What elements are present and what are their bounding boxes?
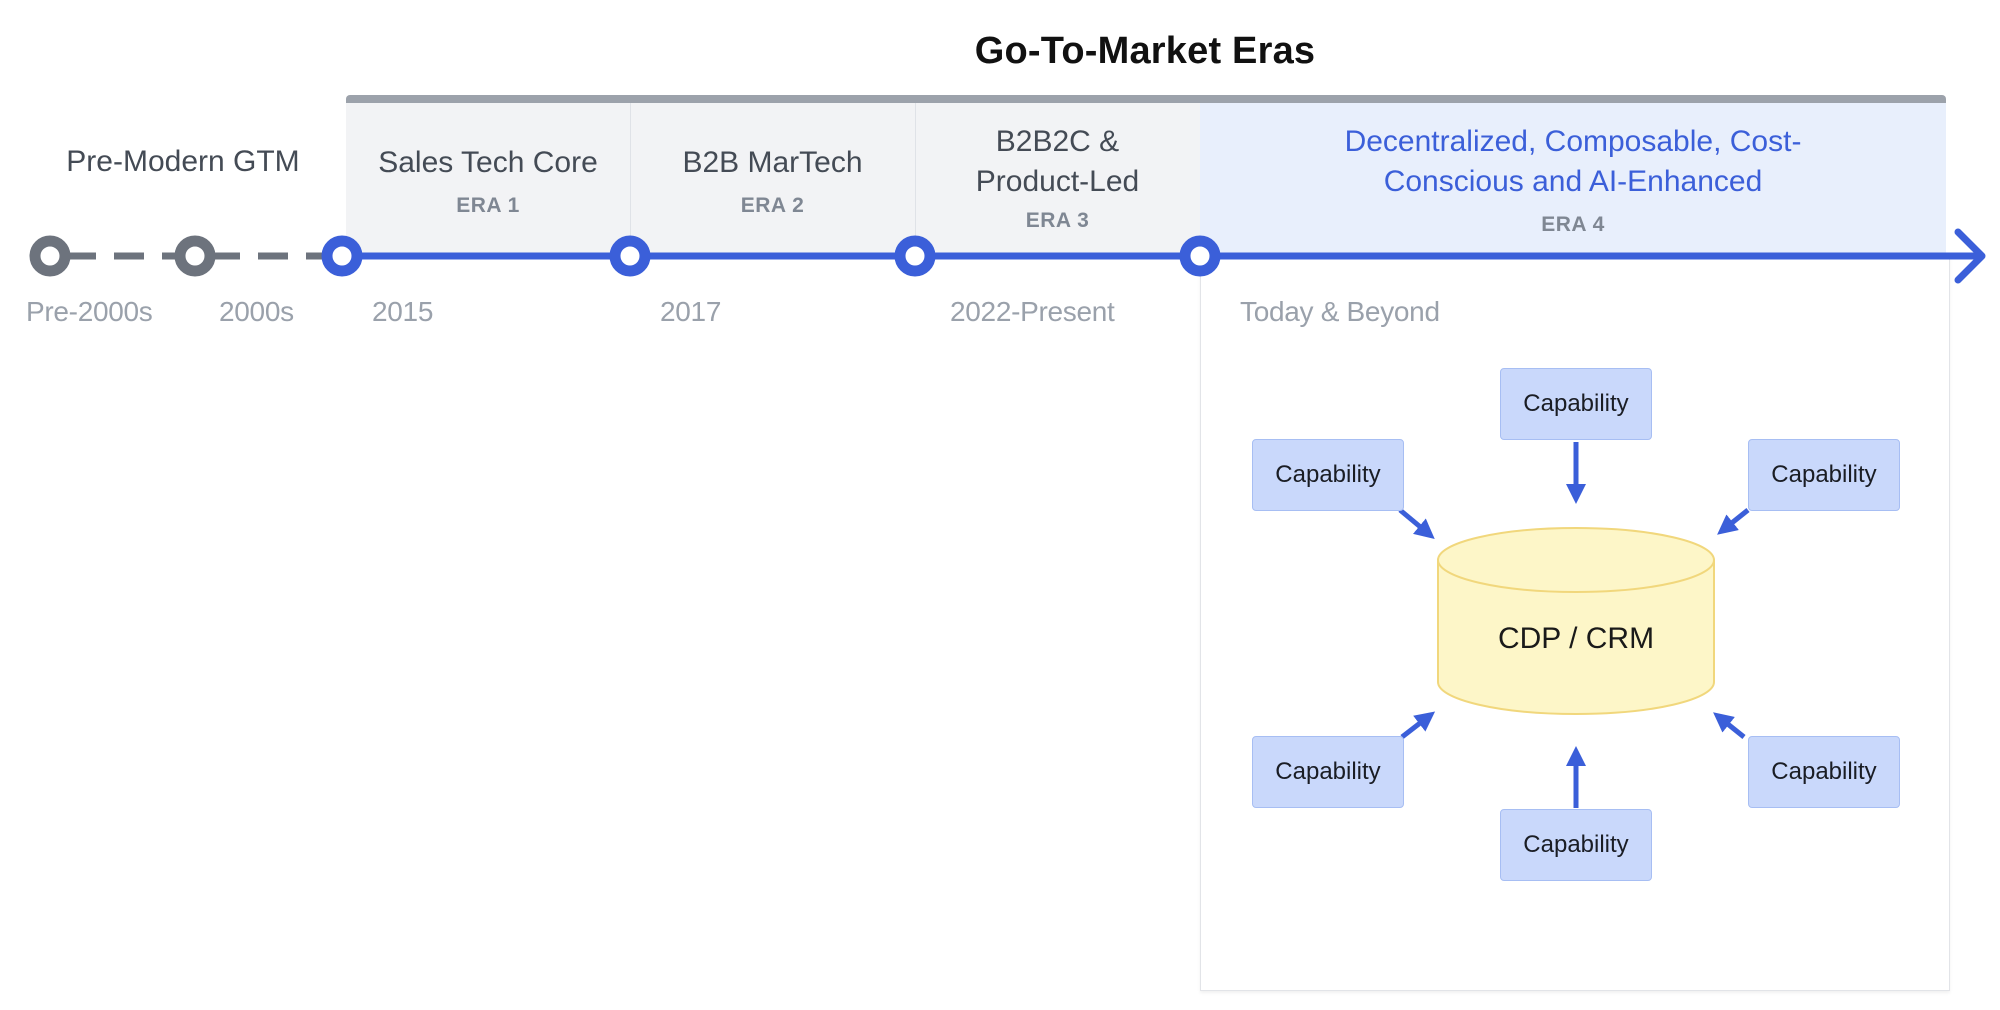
capability-box: Capability xyxy=(1252,439,1404,511)
era-2-tag: ERA 2 xyxy=(740,194,805,217)
eras-top-bar xyxy=(346,95,1946,103)
era-2-title: B2B MarTech xyxy=(682,146,863,179)
era-4-title-line: Conscious and AI-Enhanced xyxy=(1383,165,1763,198)
arrow-right-icon xyxy=(1954,228,1986,284)
timeline-label: 2015 xyxy=(372,296,434,327)
era-1-tag: ERA 1 xyxy=(456,194,520,217)
capability-box: Capability xyxy=(1500,809,1652,881)
chart-title: Go-To-Market Eras xyxy=(974,30,1316,72)
era-4-tag: ERA 4 xyxy=(1541,213,1605,236)
era-1-background xyxy=(346,100,630,256)
timeline-node-icon xyxy=(321,235,363,277)
timeline-label: Pre-2000s xyxy=(26,296,153,327)
era-divider xyxy=(915,100,916,256)
capability-box: Capability xyxy=(1748,736,1900,808)
era-3-title: B2B2C & Product-Led xyxy=(915,122,1200,202)
timeline-label: 2017 xyxy=(660,296,722,327)
era-3-tag: ERA 3 xyxy=(1025,209,1090,232)
era-3-title-line: B2B2C & xyxy=(995,125,1120,158)
era-4-title: Decentralized, Composable, Cost- Conscio… xyxy=(1200,122,1946,202)
arrow-icon xyxy=(1400,711,1436,739)
timeline-node-icon xyxy=(894,235,936,277)
era-1-title: Sales Tech Core xyxy=(378,146,598,179)
arrow-icon xyxy=(1713,712,1746,739)
era-4-background xyxy=(1200,100,1946,256)
timeline-node-icon xyxy=(29,235,71,277)
capability-box: Capability xyxy=(1500,368,1652,440)
era-2-background xyxy=(630,100,915,256)
era-4-title-line: Decentralized, Composable, Cost- xyxy=(1344,125,1802,158)
timeline-node-icon xyxy=(609,235,651,277)
cdp-crm-label: CDP / CRM xyxy=(1497,622,1655,655)
timeline-label: 2022-Present xyxy=(950,296,1115,327)
arrow-icon xyxy=(1717,508,1750,535)
timeline-node-icon xyxy=(174,235,216,277)
arrow-icon xyxy=(1398,508,1435,539)
era-3-title-line: Product-Led xyxy=(975,165,1140,198)
timeline-node-icon xyxy=(1179,235,1221,277)
timeline-label: 2000s xyxy=(219,296,294,327)
capability-box: Capability xyxy=(1748,439,1900,511)
cylinder-icon xyxy=(1437,527,1715,715)
era-divider xyxy=(630,100,631,256)
timeline-label: Today & Beyond xyxy=(1240,296,1440,327)
pre-era-title: Pre-Modern GTM xyxy=(66,145,300,178)
era-3-background xyxy=(915,100,1200,256)
capability-box: Capability xyxy=(1252,736,1404,808)
